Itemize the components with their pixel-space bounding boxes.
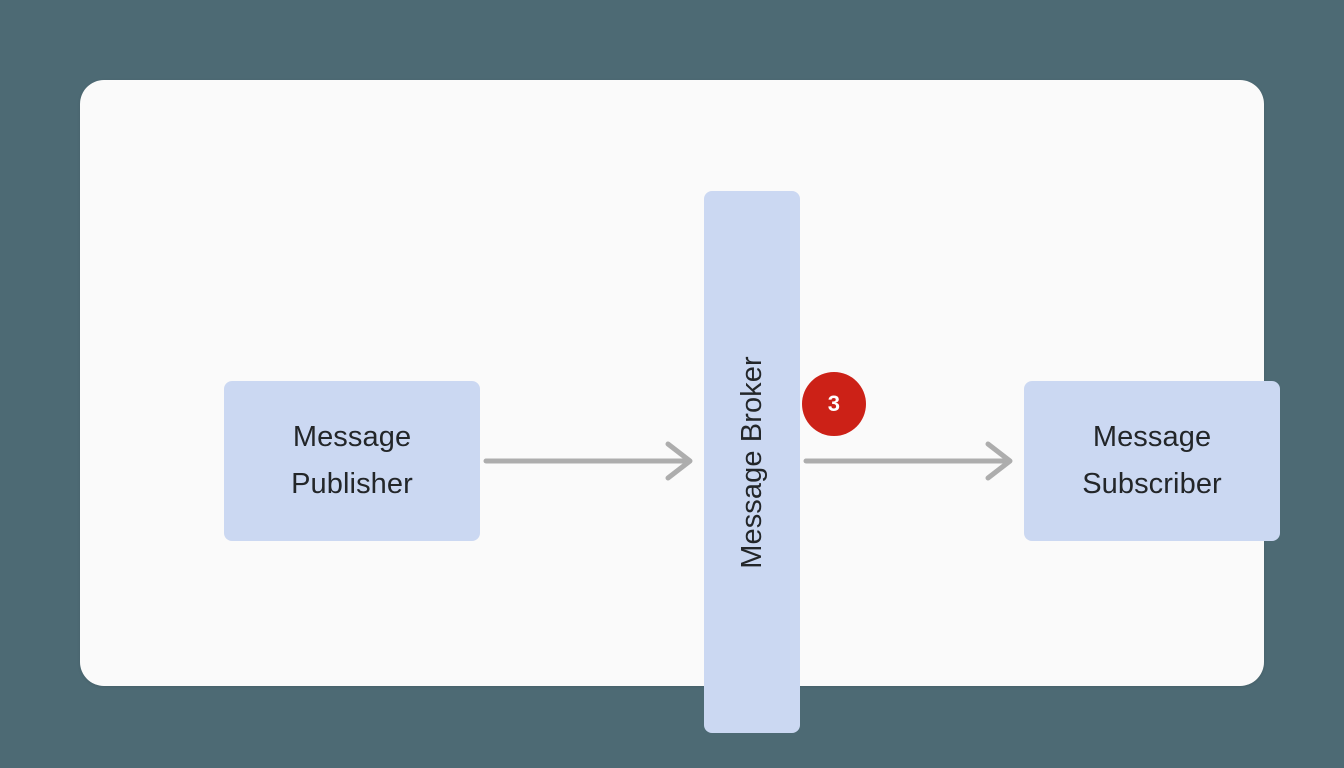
node-message-broker[interactable]: Message Broker: [704, 191, 800, 733]
node-message-publisher-label: Message Publisher: [291, 421, 413, 500]
arrow-right-icon: [803, 441, 1013, 481]
node-message-subscriber-label: Message Subscriber: [1082, 421, 1222, 500]
diagram-card: Message Publisher Message Broker 3 Mes: [80, 80, 1280, 733]
step-badge-3[interactable]: 3: [802, 372, 866, 436]
node-message-broker-label: Message Broker: [735, 355, 768, 569]
step-badge-label: 3: [827, 391, 841, 416]
arrow-right-icon: [483, 441, 693, 481]
arrow-publisher-to-broker: [480, 439, 704, 483]
arrow-broker-to-subscriber: [800, 439, 1024, 483]
node-message-publisher[interactable]: Message Publisher: [224, 381, 480, 541]
node-message-subscriber[interactable]: Message Subscriber: [1024, 381, 1280, 541]
